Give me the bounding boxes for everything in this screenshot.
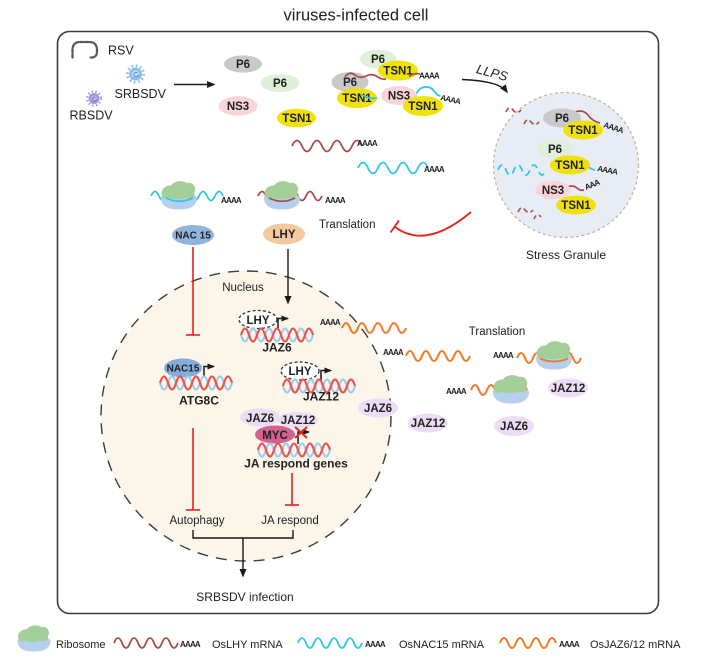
svg-text:Autophagy: Autophagy [170,515,225,527]
svg-text:JAZ12: JAZ12 [281,415,316,427]
svg-text:P6: P6 [555,113,569,125]
svg-text:AAAA: AAAA [559,640,580,649]
svg-text:Translation: Translation [319,219,375,231]
svg-text:JAZ6: JAZ6 [500,421,528,433]
svg-text:SRBSDV: SRBSDV [115,87,167,101]
svg-text:P6: P6 [371,54,385,66]
svg-text:AAAA: AAAA [180,640,201,649]
svg-text:OsJAZ6/12 mRNA: OsJAZ6/12 mRNA [590,639,681,651]
svg-text:JAZ12: JAZ12 [411,418,446,430]
svg-text:AAAA: AAAA [325,196,346,205]
svg-text:SRBSDV infection: SRBSDV infection [196,590,293,604]
svg-text:AAAA: AAAA [597,164,619,176]
svg-text:TSN1: TSN1 [282,113,312,125]
svg-text:AAAA: AAAA [383,348,404,357]
svg-text:JA respond genes: JA respond genes [244,457,348,471]
svg-text:Ribosome: Ribosome [56,639,106,651]
svg-text:OsLHY mRNA: OsLHY mRNA [212,639,283,651]
svg-text:P6: P6 [548,144,562,156]
svg-text:LHY: LHY [289,366,312,378]
svg-text:Stress Granule: Stress Granule [526,248,606,262]
svg-text:AAAA: AAAA [320,318,341,327]
svg-text:TSN1: TSN1 [342,93,372,105]
svg-text:AAAA: AAAA [419,72,440,81]
svg-text:TSN1: TSN1 [555,160,585,172]
svg-text:JAZ6: JAZ6 [246,413,274,425]
svg-text:JAZ6: JAZ6 [262,341,292,355]
svg-text:NAC15: NAC15 [167,364,200,375]
svg-text:AAAA: AAAA [440,93,462,106]
svg-text:RBSDV: RBSDV [70,109,114,123]
svg-text:NS3: NS3 [227,101,249,113]
svg-text:OsNAC15 mRNA: OsNAC15 mRNA [399,639,485,651]
svg-text:NS3: NS3 [542,185,564,197]
svg-text:viruses-infected cell: viruses-infected cell [284,7,429,25]
svg-text:AAAA: AAAA [446,387,467,396]
svg-text:NAC 15: NAC 15 [175,231,211,242]
svg-text:JAZ12: JAZ12 [551,383,586,395]
svg-text:P6: P6 [273,78,287,90]
svg-text:AAAA: AAAA [493,351,514,360]
svg-text:MYC: MYC [262,430,288,442]
svg-text:Translation: Translation [469,326,525,338]
svg-text:TSN1: TSN1 [383,66,413,78]
svg-text:TSN1: TSN1 [561,200,591,212]
svg-text:P6: P6 [236,59,250,71]
svg-text:JA respond: JA respond [261,515,319,527]
svg-text:P6: P6 [343,77,357,89]
svg-text:ATG8C: ATG8C [179,394,219,408]
svg-text:Nucleus: Nucleus [222,282,264,294]
svg-text:LHY: LHY [273,229,296,241]
svg-text:LHY: LHY [247,315,270,327]
svg-text:AAAA: AAAA [365,640,386,649]
svg-text:RSV: RSV [108,44,134,58]
svg-text:AAAA: AAAA [221,196,242,205]
svg-text:TSN1: TSN1 [408,101,438,113]
svg-text:NS3: NS3 [388,91,410,103]
svg-text:AAAA: AAAA [357,139,378,148]
svg-text:AAAA: AAAA [424,165,445,174]
svg-text:TSN1: TSN1 [568,125,598,137]
svg-text:JAZ6: JAZ6 [364,403,392,415]
svg-text:JAZ12: JAZ12 [303,390,339,404]
